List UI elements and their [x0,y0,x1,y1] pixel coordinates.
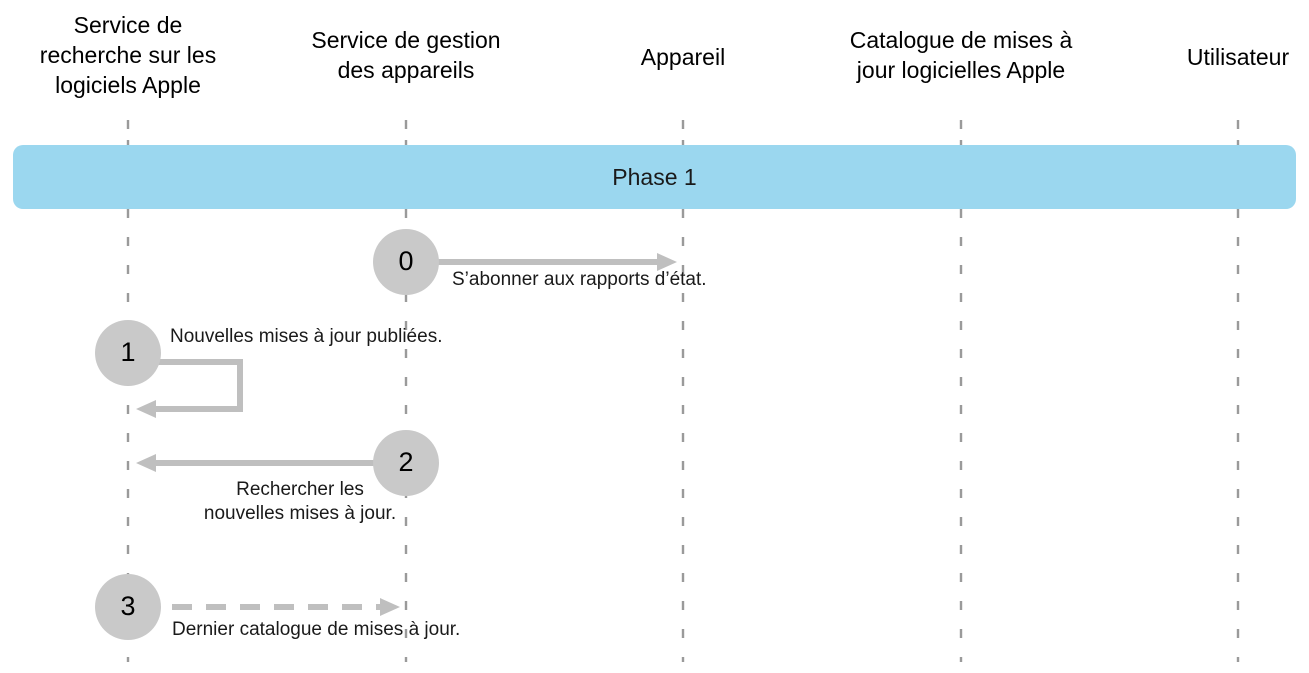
actor-header-apple-software-lookup-service: Service de recherche sur les logiciels A… [39,12,217,98]
step-circle-0 [373,229,439,295]
message-label-step-1: Nouvelles mises à jour publiées. [170,326,443,347]
step-number-1: 1 [120,337,136,367]
step-circle-3 [95,574,161,640]
step-number-2: 2 [398,447,414,477]
message-label-step-0: S’abonner aux rapports d’état. [452,269,707,290]
step-number-3: 3 [120,591,136,621]
step-number-0: 0 [398,246,414,276]
actor-header-device-management-service: Service de gestion des appareils [311,27,501,83]
phase-banner-phase-1 [13,145,1296,209]
message-label-step-3: Dernier catalogue de mises à jour. [172,619,461,640]
message-label-step-2: Rechercher les nouvelles mises à jour. [203,479,397,524]
step-circle-1 [95,320,161,386]
phase-label-phase-1: Phase 1 [612,164,697,190]
actor-header-user: Utilisateur [1186,44,1290,70]
actor-header-apple-software-update-catalog: Catalogue de mises à jour logicielles Ap… [849,27,1073,83]
step-circle-2 [373,430,439,496]
message-arrow-step-1 [136,359,243,418]
actor-header-device: Appareil [640,44,726,70]
lifelines-top [126,120,1240,146]
